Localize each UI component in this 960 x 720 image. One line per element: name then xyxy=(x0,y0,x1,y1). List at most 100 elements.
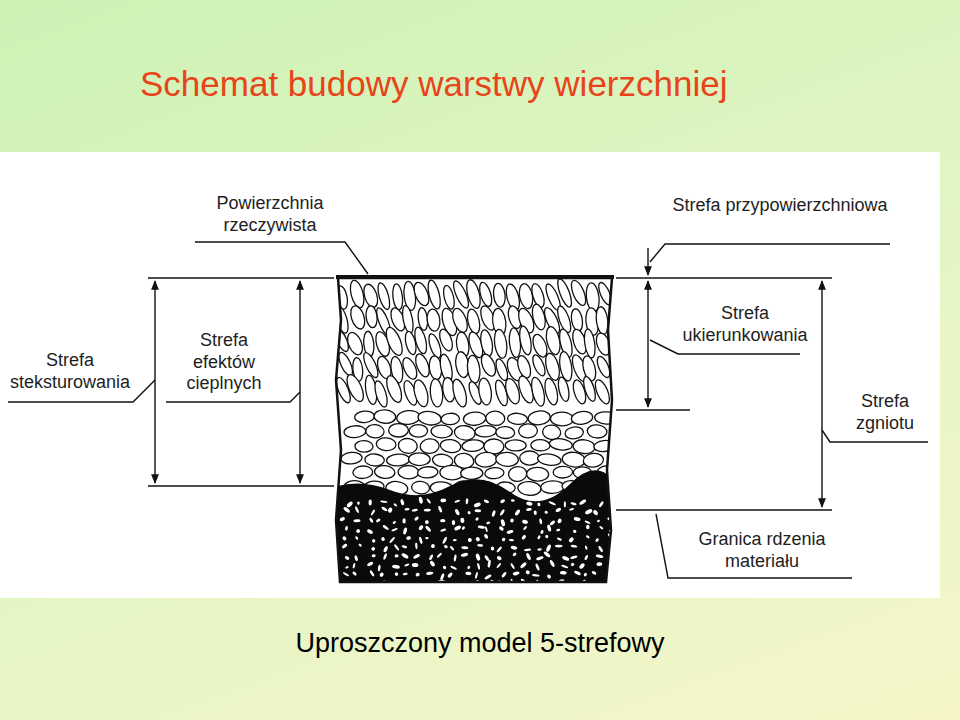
core-speck xyxy=(389,536,396,543)
grain xyxy=(466,355,481,384)
core-speck xyxy=(599,584,603,589)
core-speck xyxy=(525,570,530,575)
core-speck xyxy=(460,517,465,523)
core-speck xyxy=(465,498,468,504)
core-speck xyxy=(570,545,577,548)
grain xyxy=(529,376,547,407)
core-speck xyxy=(426,498,432,504)
core-speck xyxy=(549,559,555,567)
grain xyxy=(477,377,493,405)
block-outline xyxy=(336,278,612,582)
core-speck xyxy=(599,525,604,529)
core-speck xyxy=(523,526,528,531)
leader-line xyxy=(650,244,890,262)
core-speck xyxy=(477,563,481,570)
core-speck xyxy=(404,563,410,567)
core-speck xyxy=(496,563,502,569)
core-speck xyxy=(419,537,424,545)
core-speck xyxy=(586,525,590,530)
core-speck xyxy=(524,548,531,551)
core-speck xyxy=(383,553,388,560)
grain xyxy=(553,466,573,478)
core-speck xyxy=(491,510,496,517)
grain xyxy=(463,411,486,426)
grain xyxy=(496,426,515,439)
core-speck xyxy=(392,565,400,569)
core-speck xyxy=(461,546,468,549)
grain xyxy=(583,328,597,358)
core-speck xyxy=(539,518,543,525)
core-speck xyxy=(573,517,580,522)
grain xyxy=(391,283,403,310)
core-speck xyxy=(392,520,396,524)
core-speck xyxy=(578,562,585,569)
zone-label: Granica rdzenia materiału xyxy=(672,529,852,572)
core-speck xyxy=(403,527,408,535)
grain xyxy=(417,466,438,478)
core-speck xyxy=(487,560,491,568)
core-speck xyxy=(537,502,541,507)
core-speck xyxy=(367,561,374,567)
core-speck xyxy=(467,565,471,569)
core-speck xyxy=(574,570,582,576)
leader-line xyxy=(656,514,852,578)
core-speck xyxy=(595,554,603,559)
core-speck xyxy=(525,552,531,560)
zone-label: Strefa przypowierzchniowa xyxy=(670,195,890,217)
core-speck xyxy=(402,584,407,588)
zone-label: Strefa zgniotu xyxy=(842,391,928,434)
zone-label: Strefa steksturowania xyxy=(6,350,134,393)
grain xyxy=(408,453,430,466)
core-speck xyxy=(413,553,421,559)
core-speck xyxy=(426,571,434,575)
zone-label: Strefa efektów cieplnych xyxy=(168,330,280,395)
core-speck xyxy=(536,556,544,561)
grain xyxy=(475,425,497,437)
core-speck xyxy=(442,565,447,570)
core-speck xyxy=(402,518,405,523)
core-speck xyxy=(355,536,359,540)
core-speck xyxy=(543,551,551,559)
grain xyxy=(571,410,594,425)
grain xyxy=(570,308,584,332)
core-speck xyxy=(387,507,392,513)
grain xyxy=(344,425,367,438)
core-speck xyxy=(376,518,381,523)
core-speck xyxy=(467,511,470,514)
core-speck xyxy=(414,516,420,522)
core-speck xyxy=(545,535,549,539)
core-speck xyxy=(391,528,398,532)
core-speck xyxy=(598,545,604,552)
core-speck xyxy=(468,538,473,543)
core-speck xyxy=(440,573,445,581)
core-speck xyxy=(400,499,405,506)
core-speck xyxy=(372,539,376,543)
grain xyxy=(593,439,615,452)
core-speck xyxy=(454,508,460,515)
core-speck xyxy=(372,554,376,557)
core-speck xyxy=(401,545,407,549)
core-speck xyxy=(522,519,529,524)
grain xyxy=(348,304,367,331)
grain xyxy=(542,424,562,440)
core-speck xyxy=(436,552,442,558)
core-speck xyxy=(579,499,587,506)
grain xyxy=(344,372,367,403)
core-speck xyxy=(461,552,469,557)
extension-line xyxy=(616,409,690,410)
grain xyxy=(594,411,619,425)
core-speck xyxy=(496,555,502,561)
grain xyxy=(355,440,373,452)
grain xyxy=(386,453,410,466)
core-speck xyxy=(475,517,480,521)
core-speck xyxy=(394,572,399,577)
core-speck xyxy=(564,501,566,507)
grain xyxy=(479,329,495,357)
core-speck xyxy=(401,552,409,559)
extension-line xyxy=(616,509,832,510)
core-speck xyxy=(425,537,429,539)
core-speck xyxy=(369,517,374,523)
extension-line xyxy=(148,277,334,278)
core-speck xyxy=(509,539,514,542)
